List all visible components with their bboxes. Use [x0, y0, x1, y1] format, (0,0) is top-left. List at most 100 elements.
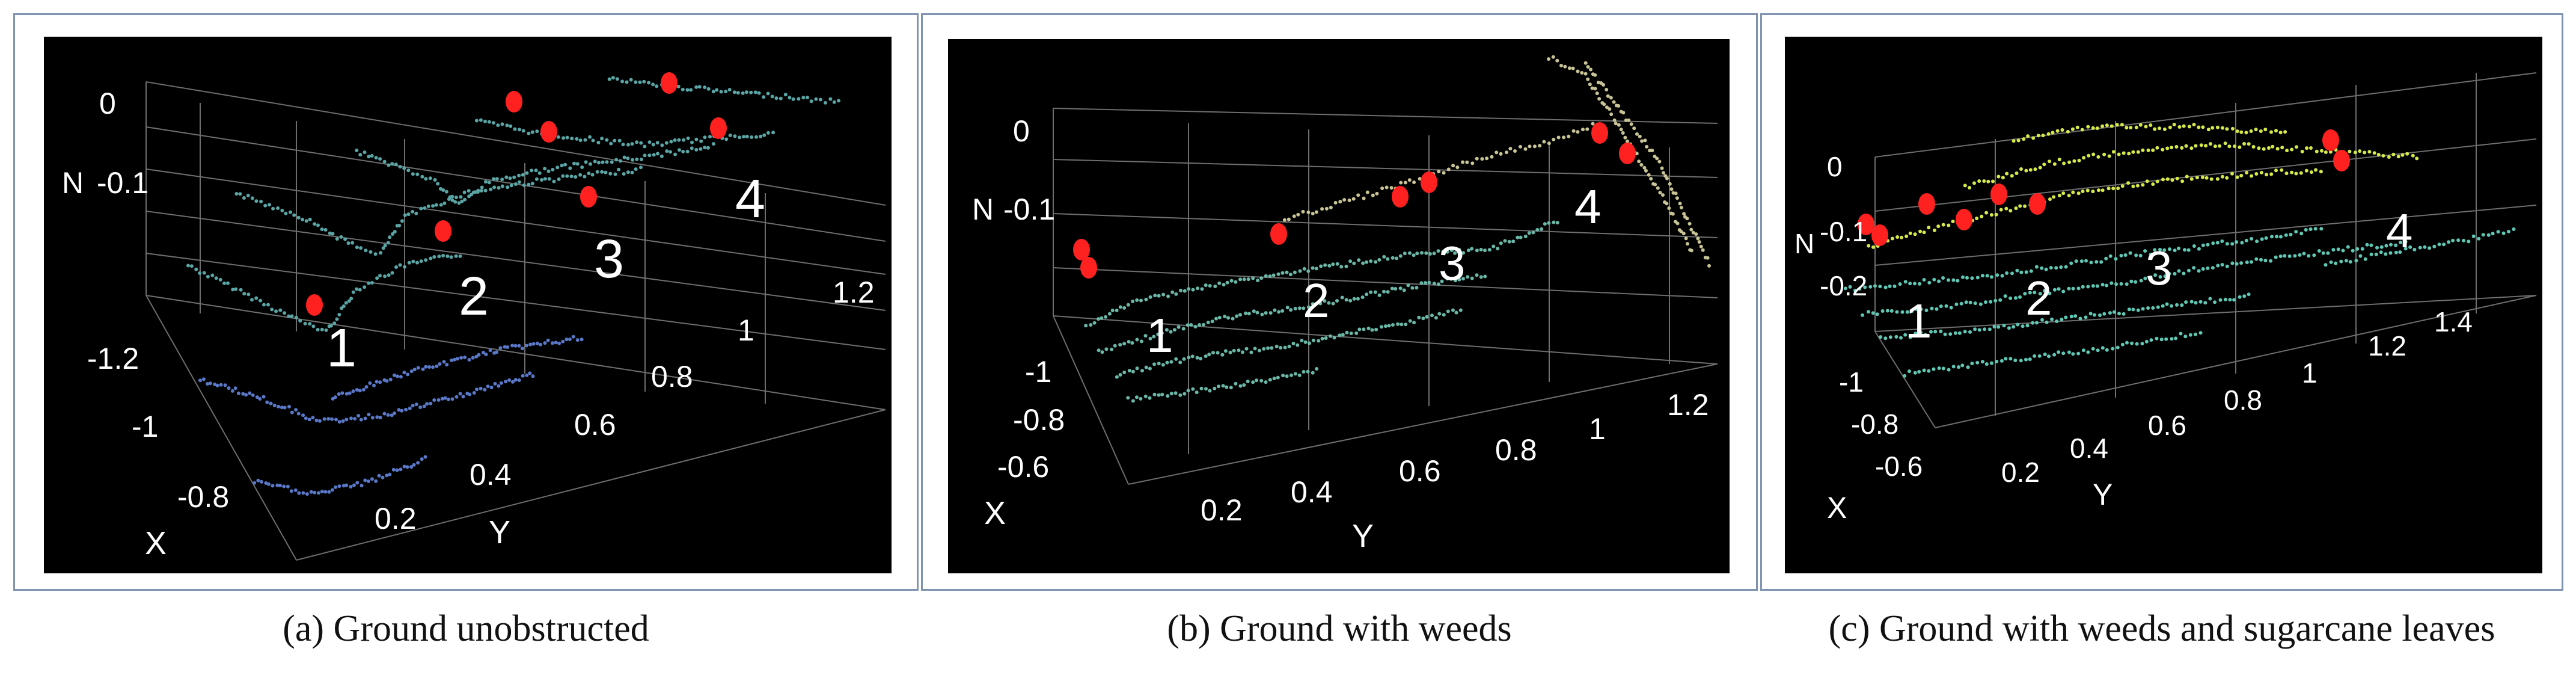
series-point — [250, 196, 254, 200]
series-point — [383, 244, 387, 248]
series-point — [1126, 303, 1130, 307]
series-point — [656, 152, 659, 156]
series-point — [500, 184, 504, 188]
series-point — [234, 287, 238, 291]
series-point — [1293, 270, 1297, 274]
series-point — [424, 365, 428, 369]
series-point — [1216, 351, 1220, 355]
series-point — [1993, 298, 1998, 303]
series-point — [1629, 122, 1633, 126]
series-point — [2233, 144, 2237, 149]
series-point — [344, 418, 349, 422]
series-point — [382, 411, 387, 416]
series-point — [732, 90, 736, 94]
series-point — [2403, 239, 2408, 244]
series-point — [2019, 167, 2023, 171]
series-point — [590, 173, 595, 177]
series-point — [1980, 360, 1984, 364]
row-label-1: 1 — [1905, 294, 1932, 348]
series-point — [2451, 238, 2455, 242]
series-point — [268, 203, 272, 207]
series-point — [2010, 174, 2014, 178]
series-point — [530, 182, 534, 186]
series-point — [2238, 145, 2242, 149]
series-point — [1246, 277, 1250, 282]
series-point — [2126, 181, 2131, 185]
series-point — [2462, 238, 2465, 242]
series-point — [202, 271, 206, 275]
series-point — [2506, 229, 2510, 233]
grid-line — [145, 295, 886, 410]
x-tick-1: -0.8 — [1851, 408, 1898, 440]
series-point — [690, 140, 694, 144]
series-point — [2044, 267, 2048, 271]
series-point — [2259, 129, 2263, 133]
grid-line — [1874, 331, 1936, 428]
series-point — [2081, 348, 2085, 353]
series-point — [2235, 175, 2239, 179]
series-point — [699, 139, 703, 143]
series-point — [406, 212, 411, 217]
series-point — [1640, 139, 1644, 143]
series-point — [1977, 179, 1981, 183]
series-point — [1225, 280, 1229, 285]
series-point — [1637, 159, 1641, 164]
series-point — [2267, 146, 2271, 150]
series-point — [766, 91, 770, 96]
y-tick-6: 1.4 — [2434, 306, 2473, 338]
series-point — [1289, 308, 1293, 312]
series-point — [520, 347, 524, 351]
series-point — [449, 255, 453, 259]
series-point — [1989, 213, 1993, 217]
series-point — [1451, 308, 1455, 312]
series-point — [622, 172, 626, 176]
series-point — [2184, 144, 2188, 148]
series-point — [1609, 96, 1613, 100]
series-point — [2206, 242, 2210, 247]
series-point — [454, 196, 458, 200]
series-point — [1597, 97, 1602, 101]
series-point — [1617, 104, 1621, 108]
series-point — [527, 131, 531, 135]
series-point — [2365, 242, 2369, 247]
series-point — [1913, 232, 1917, 236]
series-point — [686, 136, 690, 140]
series-point — [565, 135, 569, 140]
series-point — [242, 196, 246, 200]
series-point — [1621, 111, 1626, 115]
marker-point — [1392, 186, 1409, 208]
series-point — [1535, 227, 1540, 232]
series-point — [1922, 230, 1926, 235]
series-point — [369, 250, 373, 254]
series-point — [363, 150, 367, 155]
series-point — [2134, 125, 2138, 129]
series-point — [1694, 232, 1698, 236]
marker-point — [1073, 239, 1090, 260]
series-point — [1408, 251, 1412, 255]
series-point — [351, 290, 355, 294]
series-point — [439, 203, 443, 207]
series-point — [1918, 229, 1923, 233]
z-tick-1: -0.1 — [97, 166, 148, 200]
series-point — [611, 76, 615, 80]
series-point — [1655, 156, 1659, 161]
series-point — [2066, 129, 2070, 134]
series-point — [2024, 357, 2028, 362]
series-point — [2477, 236, 2481, 241]
series-point — [2136, 308, 2140, 312]
series-point — [1888, 284, 1892, 288]
series-point — [431, 365, 435, 369]
series-point — [1285, 374, 1289, 378]
series-point — [652, 153, 656, 157]
series-point — [2086, 285, 2090, 289]
series-point — [580, 338, 584, 342]
series-point — [2100, 346, 2105, 350]
y-tick-1: 0.4 — [2070, 433, 2108, 464]
series-point — [2206, 128, 2210, 132]
series-point — [525, 171, 529, 175]
series-point — [334, 418, 338, 422]
series-point — [1861, 313, 1864, 317]
series-point — [1264, 380, 1268, 384]
series-point — [1984, 300, 1987, 304]
series-point — [453, 357, 457, 362]
